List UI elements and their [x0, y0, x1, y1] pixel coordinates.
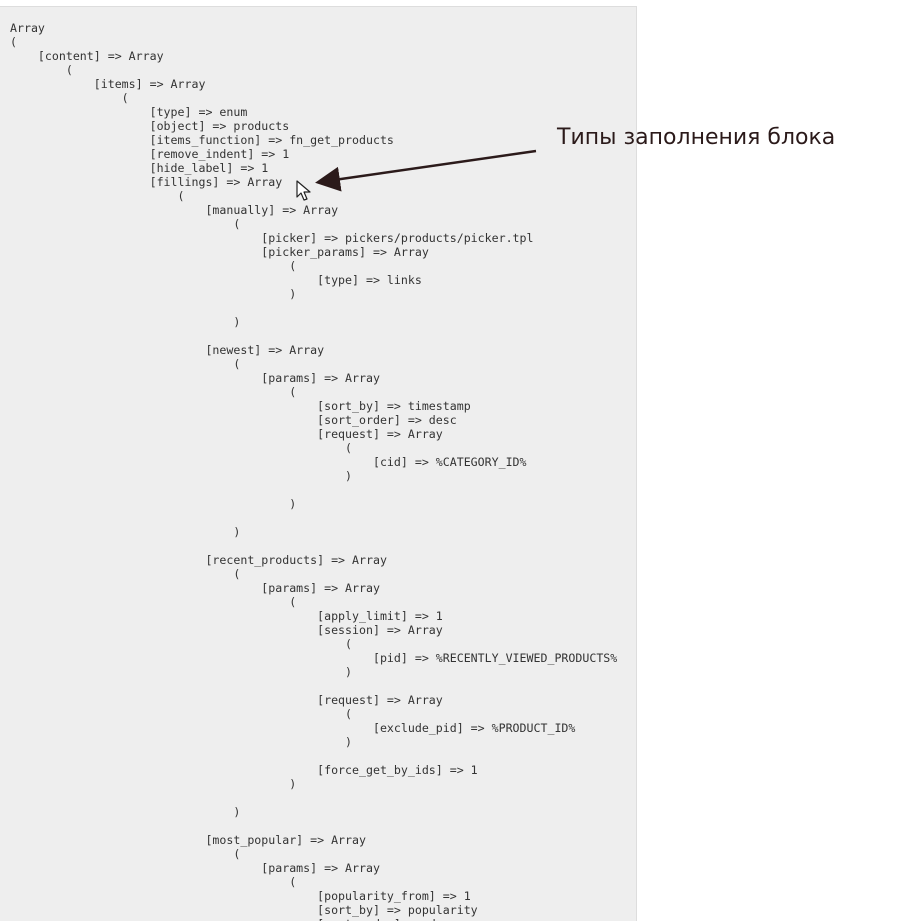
code-line: [sort_by] => popularity	[10, 903, 478, 917]
code-line: [popularity_from] => 1	[10, 889, 471, 903]
code-line: [request] => Array	[10, 693, 443, 707]
code-line: [recent_products] => Array	[10, 553, 387, 567]
code-line: [sort_order] => desc	[10, 917, 457, 921]
code-line: [newest] => Array	[10, 343, 325, 357]
code-line: (	[10, 91, 129, 105]
code-line: (	[10, 847, 241, 861]
code-line: [picker] => pickers/products/picker.tpl	[10, 231, 534, 245]
code-line: [remove_indent] => 1	[10, 147, 290, 161]
code-line: )	[10, 525, 241, 539]
code-line: [most_popular] => Array	[10, 833, 366, 847]
code-line: (	[10, 385, 297, 399]
code-line: [sort_order] => desc	[10, 413, 457, 427]
code-line: (	[10, 357, 241, 371]
code-line: [hide_label] => 1	[10, 161, 269, 175]
code-line: [items_function] => fn_get_products	[10, 133, 394, 147]
code-line: (	[10, 217, 241, 231]
code-line: (	[10, 63, 73, 77]
mouse-pointer-icon	[296, 180, 311, 201]
code-line: [object] => products	[10, 119, 290, 133]
code-line: [fillings] => Array	[10, 175, 283, 189]
code-line: [exclude_pid] => %PRODUCT_ID%	[10, 721, 576, 735]
code-line: [sort_by] => timestamp	[10, 399, 471, 413]
code-line: [params] => Array	[10, 371, 380, 385]
code-line: [request] => Array	[10, 427, 443, 441]
annotation-label: Типы заполнения блока	[557, 125, 836, 150]
code-line: )	[10, 469, 353, 483]
code-line: )	[10, 665, 353, 679]
code-line: [params] => Array	[10, 581, 380, 595]
code-line: (	[10, 707, 353, 721]
code-line: )	[10, 777, 297, 791]
code-line: [type] => links	[10, 273, 422, 287]
code-line: [pid] => %RECENTLY_VIEWED_PRODUCTS%	[10, 651, 618, 665]
code-line: (	[10, 259, 297, 273]
code-line: [cid] => %CATEGORY_ID%	[10, 455, 527, 469]
code-line: )	[10, 497, 297, 511]
code-line: [type] => enum	[10, 105, 248, 119]
code-line: [session] => Array	[10, 623, 443, 637]
code-line: )	[10, 735, 353, 749]
code-line: [apply_limit] => 1	[10, 609, 443, 623]
code-line: [manually] => Array	[10, 203, 339, 217]
code-output-panel: Array( [content] => Array ( [items] => A…	[0, 6, 637, 921]
code-line: (	[10, 875, 297, 889]
code-line: (	[10, 637, 353, 651]
code-line: (	[10, 189, 185, 203]
code-line: (	[10, 567, 241, 581]
code-line: (	[10, 441, 353, 455]
code-line: )	[10, 315, 241, 329]
code-line: )	[10, 287, 297, 301]
code-line: )	[10, 805, 241, 819]
code-line: [picker_params] => Array	[10, 245, 429, 259]
code-line: [params] => Array	[10, 861, 380, 875]
code-line: [items] => Array	[10, 77, 206, 91]
code-line: [force_get_by_ids] => 1	[10, 763, 478, 777]
code-line: Array	[10, 21, 45, 35]
code-line: [content] => Array	[10, 49, 164, 63]
code-line: (	[10, 35, 17, 49]
code-line: (	[10, 595, 297, 609]
